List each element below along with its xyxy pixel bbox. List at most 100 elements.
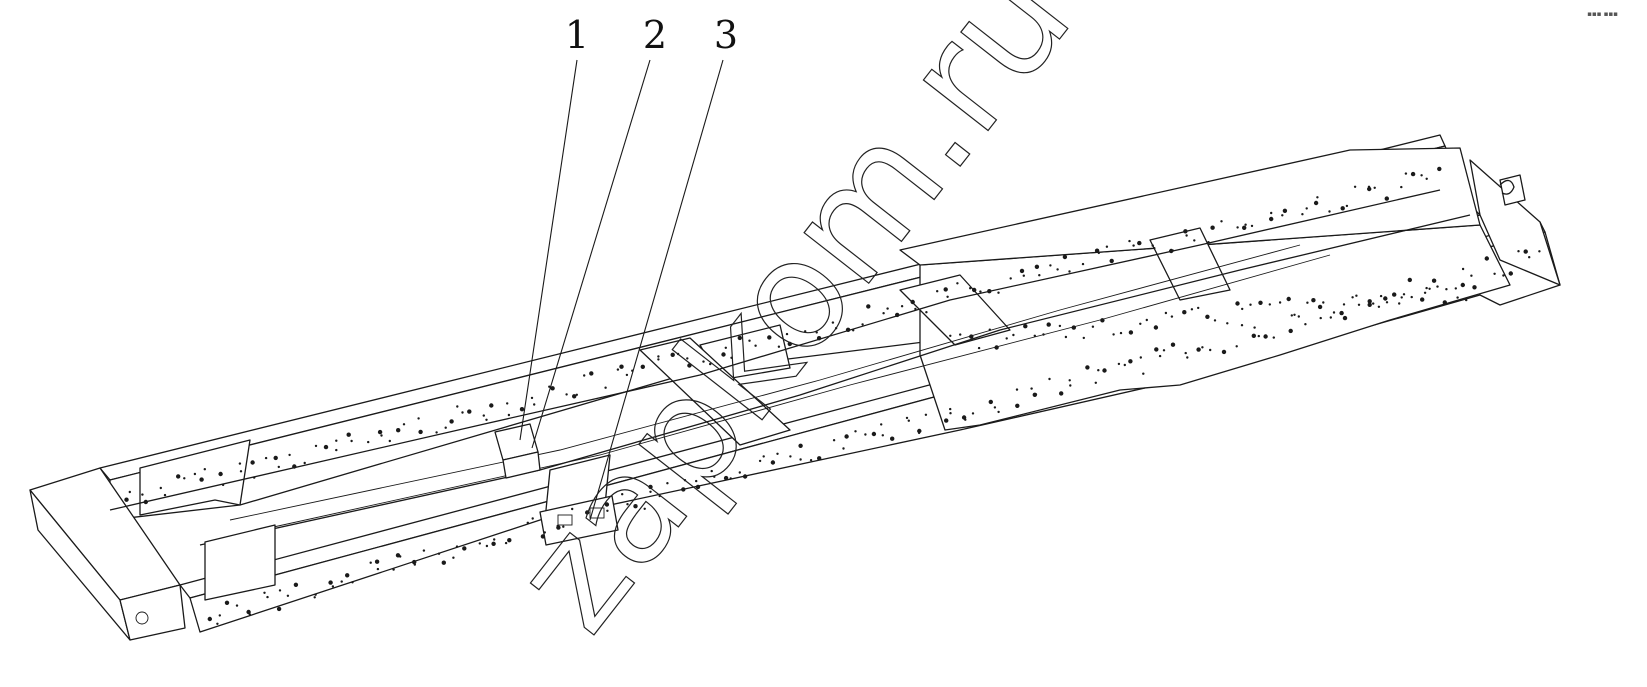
frame-hole — [882, 312, 885, 315]
frame-hole — [1119, 331, 1123, 335]
frame-hole — [1184, 351, 1187, 355]
frame-hole — [1056, 268, 1059, 271]
frame-hole — [380, 434, 383, 437]
frame-hole — [216, 622, 219, 625]
frame-hole — [1319, 316, 1322, 320]
frame-hole — [1005, 337, 1008, 340]
frame-hole — [313, 596, 316, 599]
frame-hole — [1154, 347, 1159, 352]
frame-hole — [842, 447, 845, 450]
frame-hole — [924, 413, 928, 416]
frame-hole — [1437, 166, 1442, 172]
frame-hole — [1400, 185, 1403, 189]
frame-hole — [543, 531, 546, 534]
frame-hole — [1170, 342, 1176, 347]
frame-hole — [1367, 299, 1372, 304]
frame-hole — [276, 606, 282, 612]
callout-numbers: 1 2 3 — [565, 13, 738, 57]
frame-hole — [575, 393, 578, 396]
frame-hole — [1355, 294, 1358, 297]
frame-hole — [1301, 213, 1304, 216]
frame-hole — [1367, 302, 1372, 307]
frame-hole — [686, 357, 689, 360]
frame-hole — [504, 541, 508, 545]
frame-hole — [1235, 301, 1240, 306]
frame-hole — [1049, 264, 1052, 267]
frame-hole — [1313, 200, 1319, 206]
frame-hole — [616, 368, 620, 371]
frame-hole — [586, 510, 589, 514]
frame-hole — [550, 386, 555, 391]
frame-hole — [804, 330, 807, 333]
frame-hole — [1034, 264, 1040, 269]
frame-hole — [695, 479, 698, 483]
frame-hole — [988, 328, 991, 331]
frame-hole — [969, 334, 974, 339]
frame-hole — [1048, 377, 1051, 381]
frame-hole — [1201, 346, 1204, 349]
frame-hole — [799, 458, 802, 461]
frame-hole — [1290, 314, 1294, 317]
frame-hole — [1253, 326, 1256, 329]
frame-hole — [238, 462, 242, 465]
frame-hole — [917, 431, 921, 435]
frame-hole — [1402, 293, 1406, 296]
cross-member-mid-1 — [639, 337, 791, 446]
frame-hole — [1123, 363, 1127, 367]
frame-hole — [816, 336, 822, 341]
frame-hole — [1185, 234, 1188, 237]
frame-hole — [1306, 301, 1309, 304]
frame-hole — [1373, 186, 1376, 189]
frame-hole — [1009, 277, 1012, 280]
frame-hole — [1454, 287, 1458, 290]
frame-hole — [235, 604, 239, 607]
frame-hole — [507, 413, 511, 417]
frame-hole — [900, 305, 904, 308]
frame-hole — [143, 499, 148, 505]
frame-hole — [1460, 282, 1466, 288]
frame-hole — [640, 364, 645, 369]
frame-hole — [1367, 185, 1371, 188]
frame-hole — [478, 542, 481, 545]
frame-hole — [832, 439, 836, 442]
frame-hole — [250, 460, 255, 465]
frame-hole — [649, 490, 652, 493]
frame-hole — [1151, 244, 1154, 247]
frame-hole — [1023, 324, 1028, 329]
frame-hole — [977, 346, 981, 350]
frame-hole — [687, 363, 692, 368]
frame-hole — [1069, 384, 1072, 387]
frame-hole — [1102, 368, 1107, 373]
frame-hole — [1288, 328, 1293, 334]
frame-hole — [683, 479, 687, 482]
inner-reinforcement-near — [199, 214, 1471, 546]
frame-hole — [1311, 298, 1316, 303]
frame-hole — [1282, 208, 1288, 213]
frame-hole — [1210, 225, 1215, 230]
frame-hole — [367, 440, 370, 444]
frame-hole — [1461, 267, 1465, 271]
frame-hole — [1064, 335, 1068, 339]
frame-hole — [435, 431, 438, 434]
frame-hole — [1097, 369, 1100, 372]
frame-hole — [1383, 296, 1388, 301]
frame-hole — [1186, 356, 1189, 359]
frame-hole — [1517, 250, 1520, 253]
frame-hole — [1384, 196, 1390, 201]
frame-hole — [729, 477, 732, 480]
frame-hole — [1128, 330, 1134, 335]
frame-hole — [1442, 300, 1448, 305]
frame-hole — [619, 364, 624, 369]
frame-hole — [293, 582, 299, 587]
frame-hole — [936, 290, 939, 293]
frame-hole — [914, 307, 917, 311]
frame-hole — [1015, 403, 1020, 408]
frame-hole — [314, 444, 318, 448]
frame-hole — [461, 411, 464, 414]
frame-hole — [852, 329, 855, 332]
callout-2: 2 — [643, 13, 667, 57]
frame-hole — [1272, 336, 1276, 339]
frame-hole — [710, 469, 713, 473]
frame-hole — [1139, 356, 1143, 359]
